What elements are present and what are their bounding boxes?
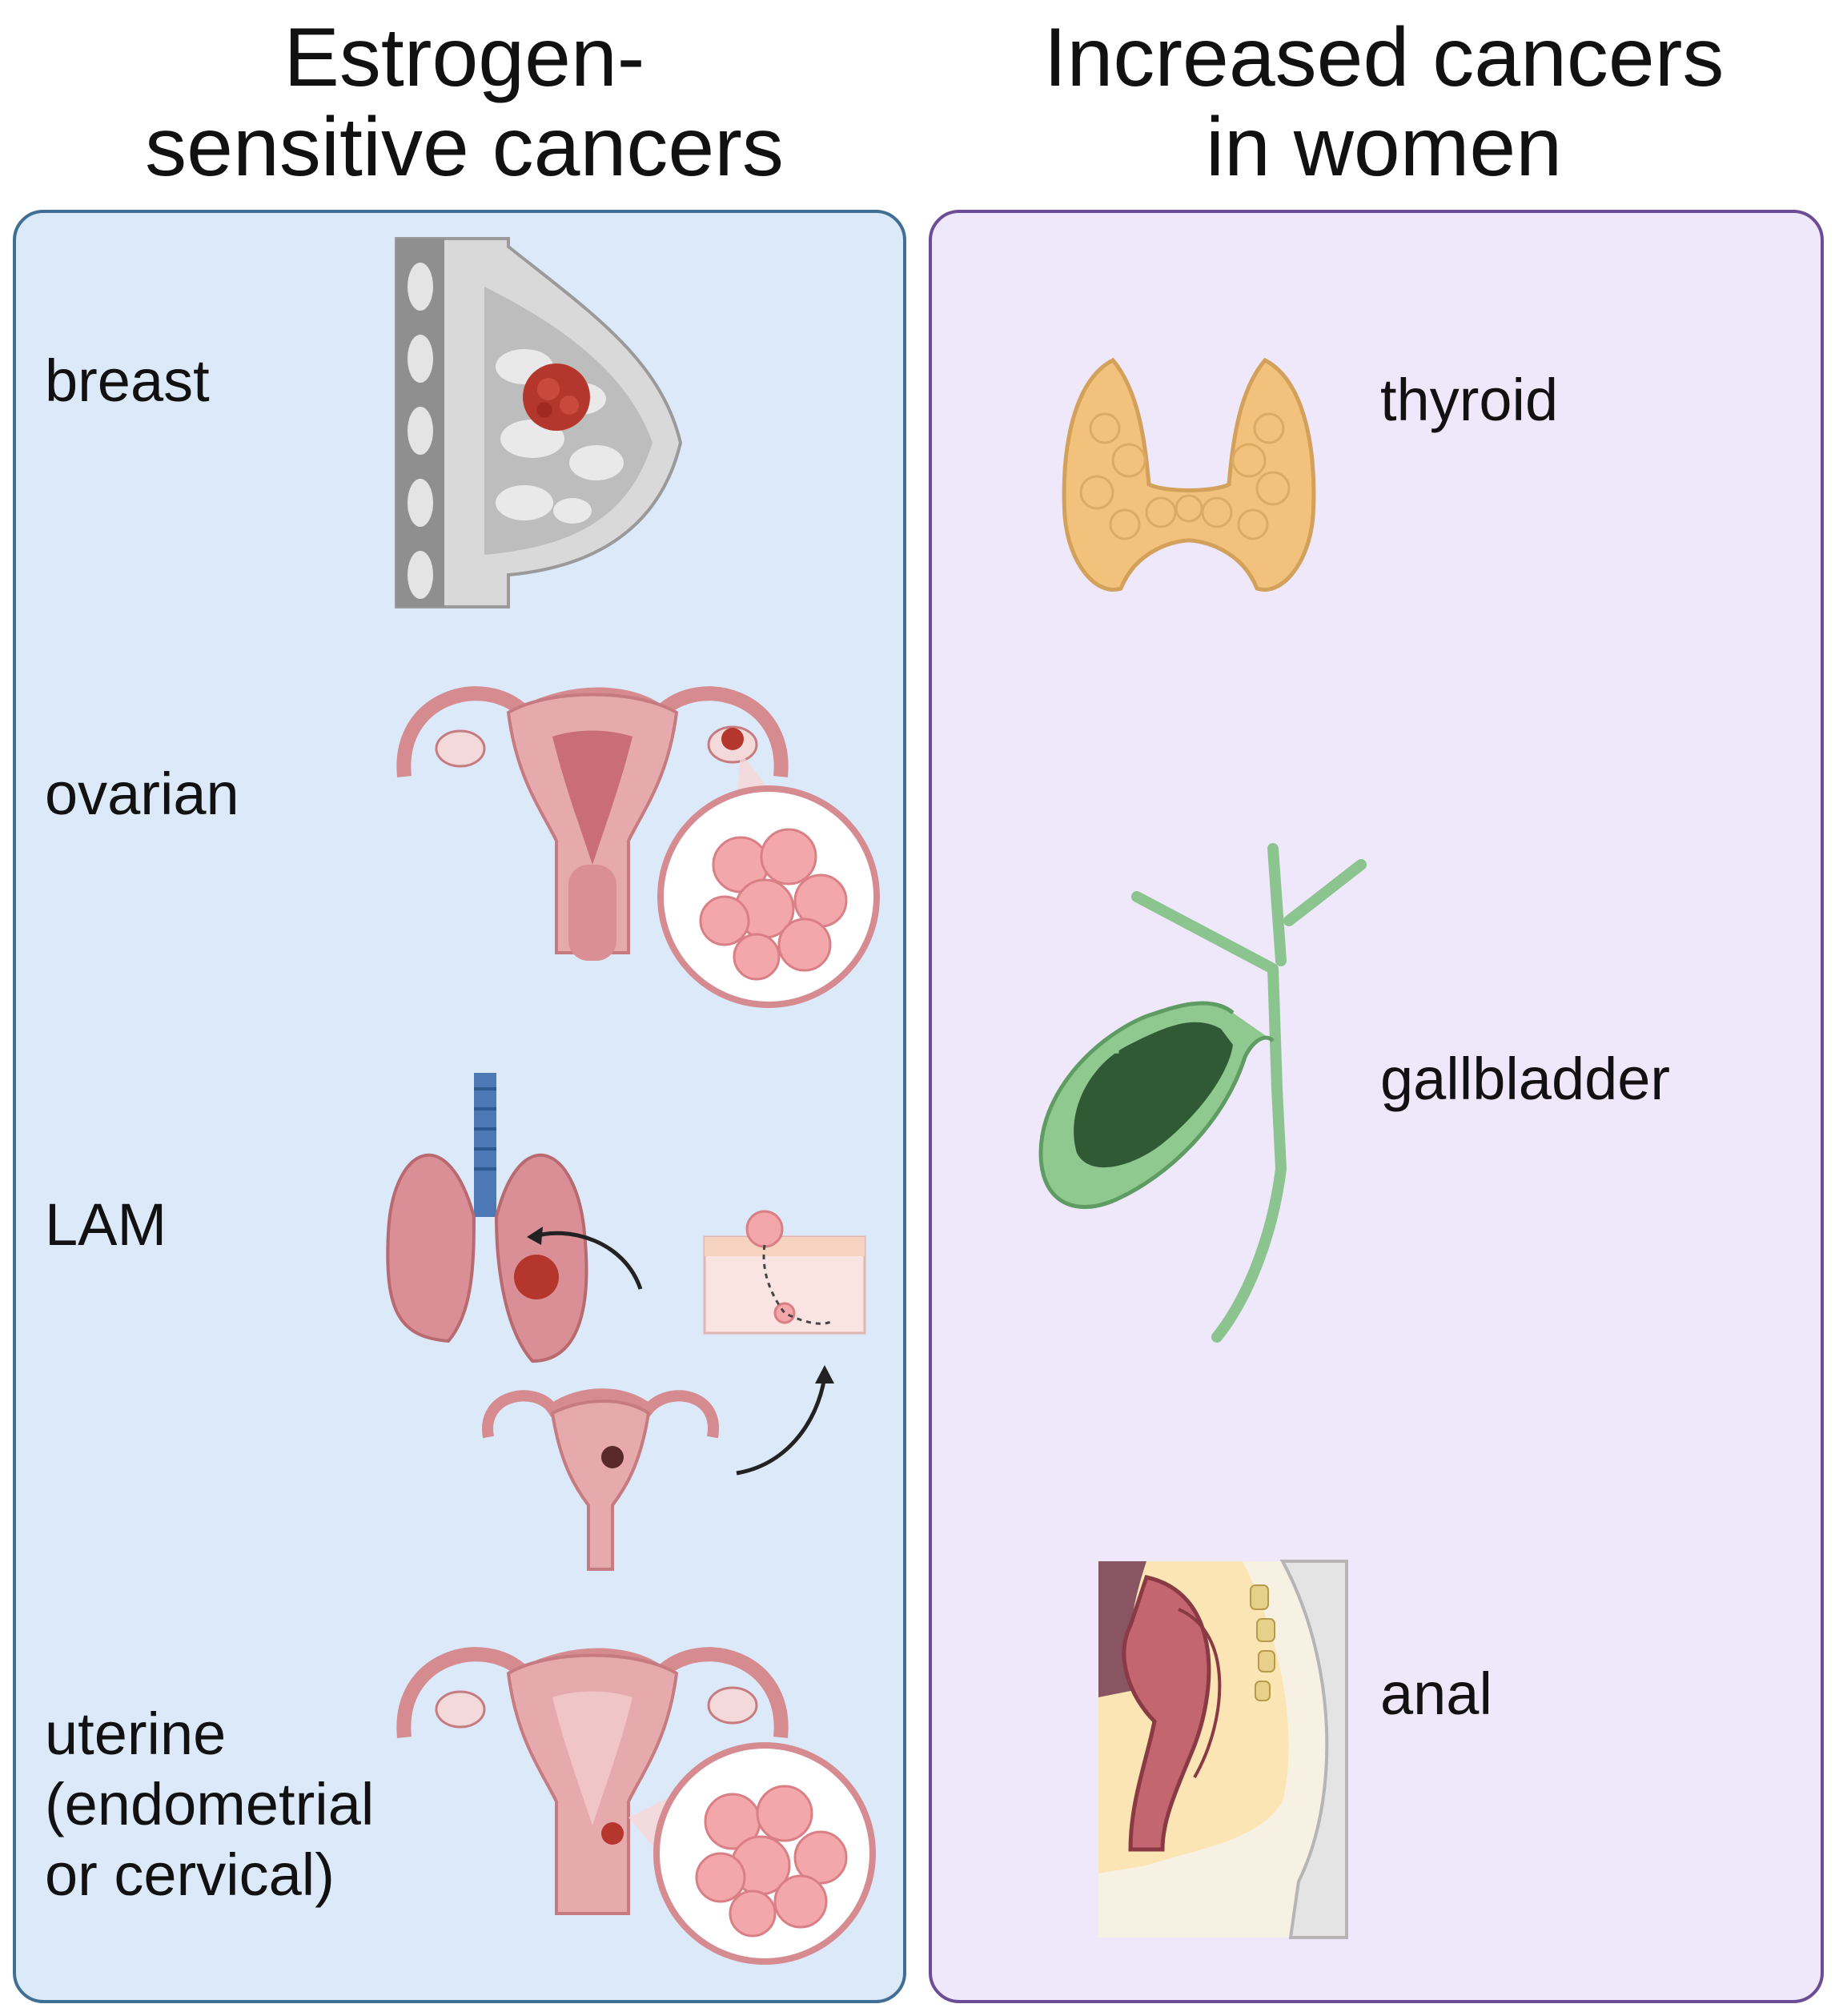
left-title-line1: Estrogen- [283,11,645,104]
left-panel-title: Estrogen- sensitive cancers [0,13,929,193]
label-gallbladder: gallbladder [1380,1046,1671,1112]
breast-icon [395,237,683,608]
label-lam: LAM [45,1191,167,1258]
gallbladder-icon [1038,843,1367,1343]
label-uterine: uterine (endometrial or cervical) [45,1701,375,1909]
right-title-line2: in women [1205,101,1563,195]
label-anal: anal [1380,1661,1492,1727]
label-ovarian: ovarian [45,761,239,827]
lung-metastasis-icon [386,1073,866,1571]
right-panel-title: Increased cancers in women [929,13,1839,193]
ovary-tumor-icon [396,686,880,1008]
label-breast: breast [45,347,210,414]
uterus-tumor-icon [396,1647,876,1965]
right-title-line1: Increased cancers [1043,11,1725,104]
thyroid-icon [1062,357,1316,592]
left-title-line2: sensitive cancers [145,101,784,195]
label-thyroid: thyroid [1380,367,1559,433]
anal-canal-icon [1098,1560,1348,1939]
